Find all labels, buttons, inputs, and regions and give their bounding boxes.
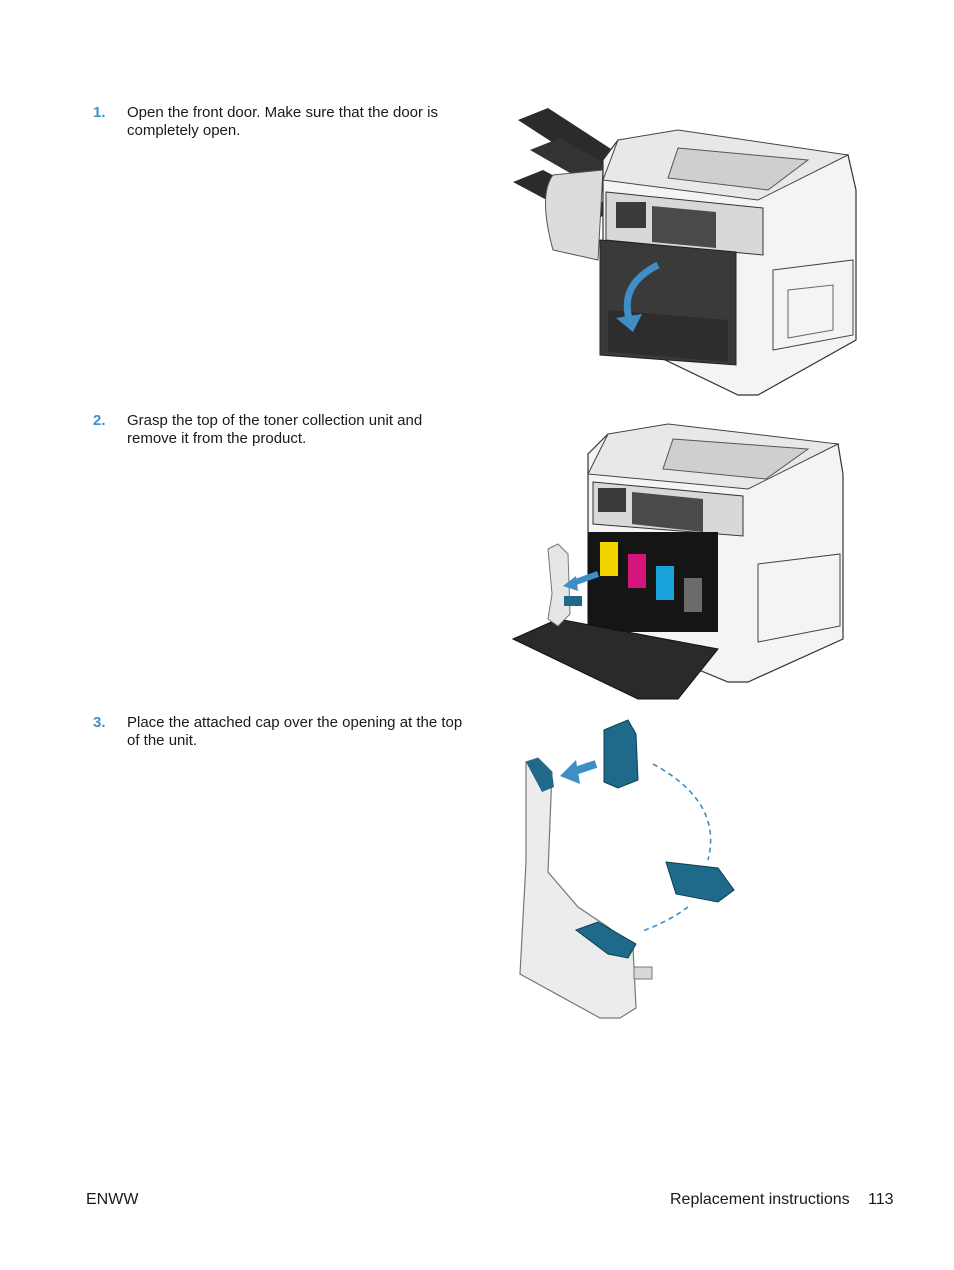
down-arrow-icon (623, 261, 660, 324)
footer-section-title: Replacement instructions (670, 1191, 850, 1208)
toner-unit-cap-illustration (519, 719, 735, 1019)
step-number: 2. (93, 412, 106, 429)
step-1: 1. Open the front door. Make sure that t… (93, 104, 463, 140)
footer-page-number: 113 (868, 1191, 894, 1208)
left-arrow-icon (563, 576, 578, 591)
step-2: 2. Grasp the top of the toner collection… (93, 412, 463, 448)
step-text: Open the front door. Make sure that the … (127, 104, 439, 139)
step-text: Grasp the top of the toner collection un… (127, 412, 423, 447)
step-text: Place the attached cap over the opening … (127, 714, 463, 749)
printer-open-door-illustration (513, 108, 857, 396)
step-number: 3. (93, 714, 106, 731)
step-number: 1. (93, 104, 106, 121)
footer-doc-id: ENWW (86, 1191, 139, 1208)
printer-remove-toner-unit-illustration (511, 423, 844, 700)
left-arrow-icon (560, 760, 580, 784)
step-3: 3. Place the attached cap over the openi… (93, 714, 463, 750)
